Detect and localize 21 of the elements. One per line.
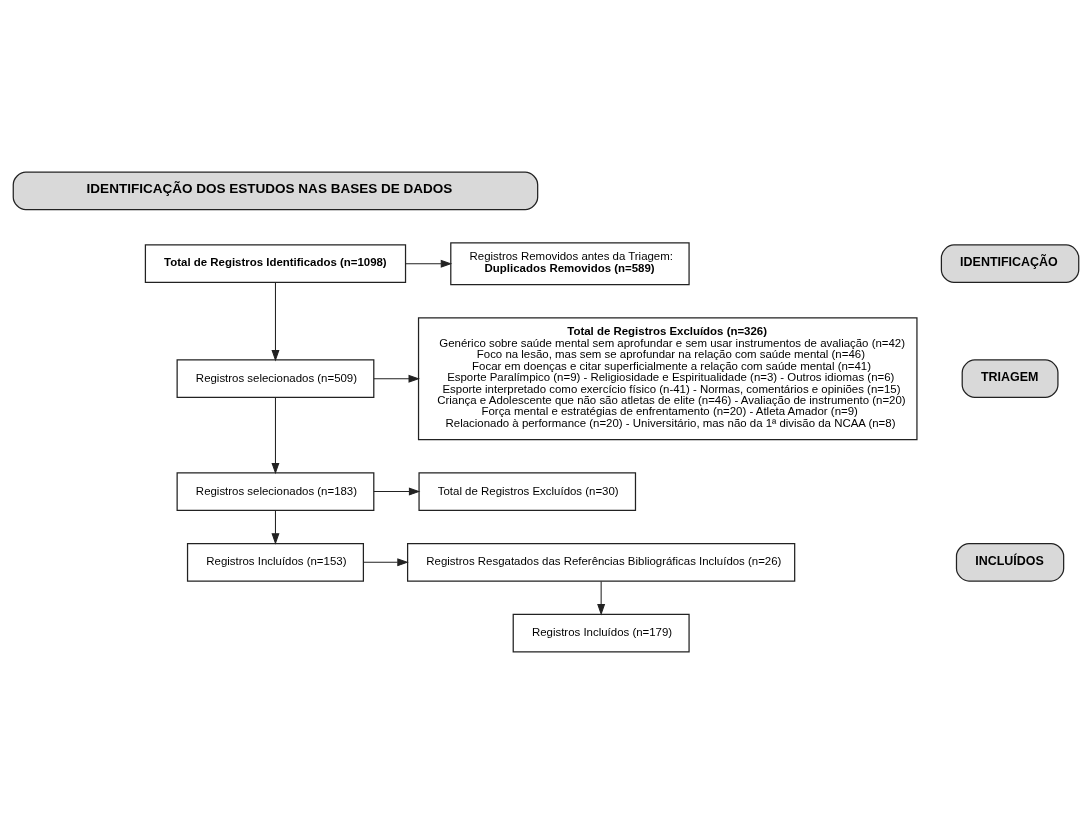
node-box: INCLUÍDOS [955, 542, 1065, 582]
node-box: Total de Registros Identificados (n=1098) [144, 243, 407, 283]
node-box: Registros Resgatados das Referências Bibliográficas Incluídos (n=26) [407, 542, 796, 582]
node-box: IDENTIFICAÇÃO DOS ESTUDOS NAS BASES DE DADOS [12, 171, 539, 210]
node-box: Registros Removidos antes da Triagem: Duplicados Removidos (n=589) [450, 241, 690, 285]
node-box: Registros selecionados (n=183) [176, 471, 375, 511]
arrow [271, 509, 280, 545]
node-box: TRIAGEM [961, 358, 1059, 398]
arrow [363, 557, 409, 566]
arrow [373, 487, 421, 496]
node-box: Registros Incluídos (n=179) [512, 613, 690, 652]
arrow [271, 281, 280, 361]
arrow [373, 374, 420, 383]
node-box: Total de Registros Excluídos (n=30) [418, 471, 637, 511]
arrow [597, 580, 606, 615]
arrow [271, 396, 280, 474]
node-box: IDENTIFICAÇÃO [940, 243, 1080, 283]
node-box: Registros Incluídos (n=153) [186, 542, 364, 582]
node-box: Total de Registros Excluídos (n=326) Genérico sobre saúde mental sem aprofundar e sem usar instrumentos de avaliação (n=42) Foco na lesão, mas sem se aprofundar na relação com saúde mental (n=46) Focar em doenças e citar superficialmente a relação com saúde mental (n=41) Esporte Paralímpico (n=9) - Religiosidade e Espiritualidade (n=3) - Outros idiomas (n=6) Esporte interpretado como exercício físico (n-41) - Normas, comentários e opiniões (n=15) Criança e Adolescente que não são atletas de elite (n=46) - Avaliação de instrumento (n=20) Força mental e estratégias de enfrentamento (n=20) - Atleta Amador (n=9) Relacionado à performance (n=20) - Universitário, mas não da 1ª divisão da NCAA (n=8) [417, 316, 918, 440]
node-box: Registros selecionados (n=509) [176, 358, 375, 398]
arrow [405, 259, 453, 268]
